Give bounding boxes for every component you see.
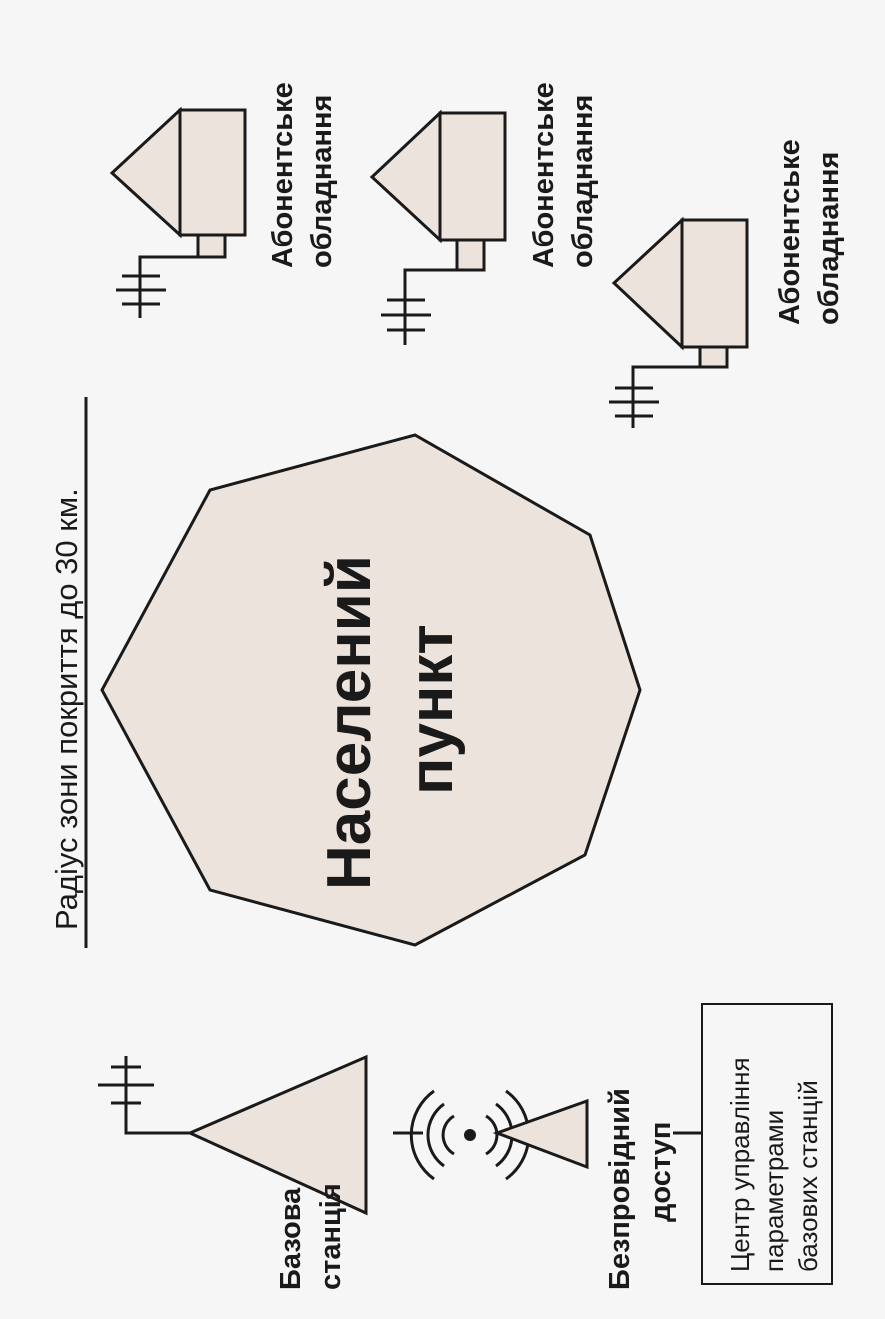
signal-wave-left-3	[409, 1089, 435, 1181]
coverage-radius-title: Радіус зони покриття до 30 км.	[49, 488, 84, 930]
subscriber-equipment-2: Абонентське обладнання	[369, 82, 599, 345]
base-station-label-line2: станція	[315, 1183, 347, 1290]
subscriber-3-cable	[631, 365, 700, 428]
settlement-label-line1: Населений	[315, 555, 384, 890]
subscriber-3-box	[680, 218, 749, 349]
control-center-line1: Центр управління	[725, 1057, 755, 1272]
subscriber-3-label-line2: обладнання	[813, 152, 845, 325]
subscriber-2-label-line2: обладнання	[567, 95, 599, 268]
base-station-label-line1: Базова	[275, 1187, 307, 1290]
control-center-box: Центр управління параметрами базових ста…	[701, 1003, 833, 1285]
base-station-group: Базова станція	[98, 1054, 368, 1290]
subscriber-equipment-3: Абонентське обладнання	[609, 139, 845, 428]
wireless-label-line1: Безпровідний	[604, 1088, 636, 1290]
control-center-line2: параметрами	[759, 1110, 789, 1272]
settlement-label-line2: пункт	[397, 624, 466, 795]
coverage-title-group: Радіус зони покриття до 30 км.	[49, 397, 88, 948]
settlement-group: Населений пункт	[100, 433, 642, 947]
subscriber-1-box	[178, 108, 247, 237]
subscriber-1-label-line2: обладнання	[306, 95, 338, 268]
subscriber-1-label-line1: Абонентське	[267, 82, 299, 268]
signal-source-dot	[464, 1129, 476, 1141]
subscriber-2-mount	[455, 238, 486, 272]
subscriber-1-cable	[138, 255, 198, 318]
subscriber-1-dish	[109, 106, 182, 239]
base-station-antenna	[186, 1054, 368, 1216]
base-station-mast	[124, 1056, 190, 1135]
signal-wave-left-2	[426, 1102, 445, 1168]
subscriber-3-mount	[698, 345, 729, 369]
subscriber-3-label-line1: Абонентське	[774, 139, 806, 325]
control-center-frame	[701, 1003, 833, 1285]
subscriber-equipment-1: Абонентське обладнання	[109, 82, 338, 318]
subscriber-2-dish	[369, 109, 442, 244]
wireless-label-line2: доступ	[645, 1122, 677, 1222]
control-center-line3: базових станцій	[793, 1080, 823, 1272]
subscriber-2-label-line1: Абонентське	[528, 82, 560, 268]
signal-wave-right-1	[485, 1114, 499, 1156]
signal-wave-left-1	[441, 1114, 455, 1156]
subscriber-2-box	[438, 111, 507, 242]
subscriber-2-cable	[403, 268, 457, 345]
subscriber-1-mount	[196, 233, 227, 259]
settlement-octagon	[100, 433, 642, 947]
wireless-access-antenna	[492, 1098, 589, 1170]
subscriber-3-dish	[611, 216, 684, 351]
